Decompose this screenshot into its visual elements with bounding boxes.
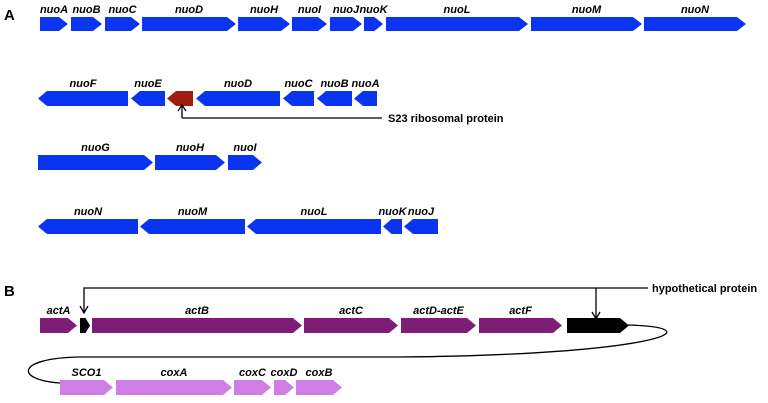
gene-label-row5-actd-acte: actD-actE: [413, 305, 464, 317]
hypothetical-arrowhead-right: [591, 311, 601, 321]
gene-label-row6-coxc: coxC: [239, 367, 267, 379]
gene-label-row3-nuoh: nuoH: [176, 142, 205, 154]
gene-label-row1-nuoc: nuoC: [108, 4, 137, 16]
hypothetical-protein-label: hypothetical protein: [652, 283, 757, 295]
gene-label-row3-nuog: nuoG: [81, 142, 110, 154]
hypothetical-connector-line: [83, 287, 648, 313]
gene-arrow-row2-ribosomal: [167, 91, 193, 106]
gene-arrow-row1-nuol: [386, 17, 528, 31]
hypothetical-arrowhead-left: [79, 305, 89, 315]
gene-arrow-row1-nuok: [364, 17, 383, 31]
gene-label-row1-nuon: nuoN: [681, 4, 710, 16]
gene-arrow-row5-actb: [92, 318, 302, 333]
gene-arrow-row1-nuom: [531, 17, 642, 31]
gene-arrow-row4-nuon: [38, 219, 138, 234]
gene-arrow-row6-coxb: [296, 380, 342, 395]
gene-arrow-row5-actf: [479, 318, 562, 333]
gene-arrow-row1-nuoa: [40, 17, 68, 31]
gene-label-row2-nuoe: nuoE: [134, 78, 162, 90]
gene-arrow-row6-sco1: [60, 380, 113, 395]
gene-arrow-row2-nuoe: [131, 91, 165, 106]
gene-label-row4-nuom: nuoM: [178, 206, 208, 218]
gene-arrow-row1-nuoj: [330, 17, 362, 31]
gene-label-row2-nuoc: nuoC: [284, 78, 313, 90]
gene-label-row1-nuoh: nuoH: [250, 4, 279, 16]
ribosomal-pointer-arrowhead: [177, 103, 187, 112]
gene-arrow-row2-nuob: [317, 91, 352, 106]
gene-arrow-row4-nuol: [247, 219, 381, 234]
gene-label-row4-nuoj: nuoJ: [408, 206, 435, 218]
gene-arrow-row2-nuoc: [283, 91, 314, 106]
gene-arrow-row2-nuof: [38, 91, 128, 106]
gene-arrow-row1-nuoh: [238, 17, 290, 31]
gene-arrow-row3-nuog: [38, 155, 153, 170]
gene-arrow-row6-coxd: [274, 380, 294, 395]
gene-arrow-row5-actd-acte: [401, 318, 476, 333]
gene-arrow-row1-nuod: [142, 17, 236, 31]
gene-arrow-row1-nuob: [71, 17, 102, 31]
panel-label-b: B: [4, 283, 15, 300]
gene-label-row5-actb: actB: [185, 305, 209, 317]
gene-arrow-row4-nuom: [140, 219, 245, 234]
gene-label-row1-nuom: nuoM: [572, 4, 602, 16]
gene-arrow-row3-nuoh: [155, 155, 225, 170]
panel-label-a: A: [4, 7, 15, 24]
gene-label-row5-actc: actC: [339, 305, 364, 317]
gene-arrow-row5-hypothetical: [567, 318, 629, 333]
gene-label-row2-nuob: nuoB: [320, 78, 348, 90]
gene-arrow-row5-hypothetical: [80, 318, 90, 333]
gene-arrow-row6-coxc: [234, 380, 271, 395]
gene-arrow-row1-nuon: [644, 17, 746, 31]
gene-arrow-row4-nuoj: [404, 219, 438, 234]
gene-label-row1-nuoi: nuoI: [298, 4, 322, 16]
gene-label-row4-nuol: nuoL: [301, 206, 328, 218]
gene-label-row6-coxd: coxD: [271, 367, 298, 379]
gene-arrow-row2-nuoa: [354, 91, 377, 106]
gene-arrow-row1-nuoi: [292, 17, 327, 31]
gene-arrow-row1-nuoc: [105, 17, 140, 31]
gene-arrow-row2-nuod: [196, 91, 280, 106]
gene-label-row3-nuoi: nuoI: [233, 142, 257, 154]
gene-label-row4-nuon: nuoN: [74, 206, 103, 218]
gene-label-row6-coxb: coxB: [306, 367, 333, 379]
gene-label-row1-nuod: nuoD: [175, 4, 203, 16]
gene-label-row2-nuoa: nuoA: [351, 78, 379, 90]
gene-label-row1-nuoj: nuoJ: [333, 4, 360, 16]
continuation-loop-line: [27, 324, 668, 384]
gene-arrow-row4-nuok: [383, 219, 402, 234]
gene-label-row6-coxa: coxA: [161, 367, 188, 379]
gene-label-row1-nuok: nuoK: [359, 4, 388, 16]
gene-label-row5-actf: actF: [509, 305, 532, 317]
gene-label-row1-nuoa: nuoA: [40, 4, 68, 16]
gene-label-row5-acta: actA: [47, 305, 71, 317]
gene-label-row4-nuok: nuoK: [378, 206, 407, 218]
gene-arrow-row3-nuoi: [228, 155, 262, 170]
gene-label-row6-sco1: SCO1: [72, 367, 102, 379]
gene-label-row2-nuof: nuoF: [70, 78, 97, 90]
gene-arrow-row5-acta: [40, 318, 77, 333]
gene-label-row2-nuod: nuoD: [224, 78, 252, 90]
gene-label-row1-nuob: nuoB: [72, 4, 100, 16]
gene-arrow-row6-coxa: [116, 380, 232, 395]
ribosomal-protein-label: S23 ribosomal protein: [388, 113, 504, 125]
gene-arrow-row5-actc: [304, 318, 398, 333]
gene-label-row1-nuol: nuoL: [444, 4, 471, 16]
